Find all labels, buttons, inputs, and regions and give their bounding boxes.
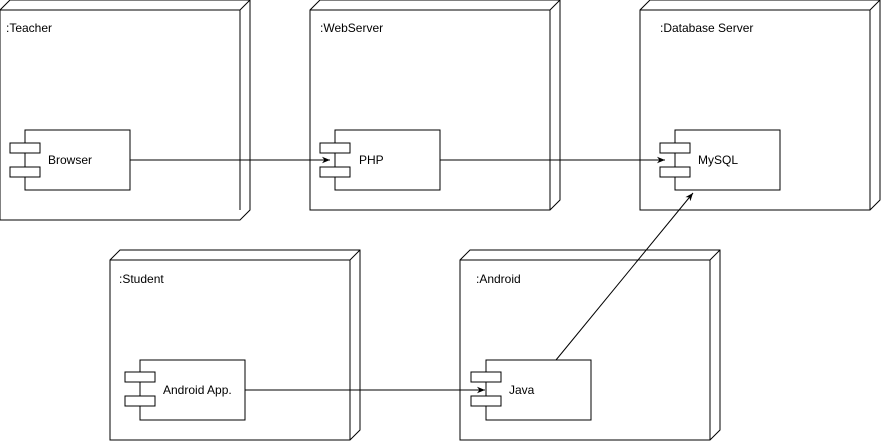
component-mysql[interactable]: MySQL [659, 129, 781, 191]
component-php-box [334, 129, 441, 191]
node-webserver-edges [310, 0, 561, 210]
node-database-server-edges [640, 0, 881, 210]
component-java[interactable]: Java [470, 359, 592, 421]
component-icon-tab-bottom [9, 166, 41, 178]
component-php-label: PHP [359, 153, 384, 167]
connector-java-mysql[interactable] [555, 192, 694, 361]
node-android-title: :Android [476, 272, 521, 286]
component-android-app-label: Android App. [163, 383, 232, 397]
node-android[interactable]: :Android Java [459, 249, 721, 441]
component-icon-tab-top [319, 142, 351, 154]
component-icon-tab-top [659, 142, 691, 154]
component-icon-tab-top [470, 371, 502, 383]
node-database-server-title: :Database Server [660, 21, 753, 35]
component-icon-tab-bottom [319, 166, 351, 178]
component-php[interactable]: PHP [319, 129, 441, 191]
component-icon-tab-top [124, 371, 156, 383]
component-icon-tab-bottom [124, 395, 156, 407]
node-student[interactable]: :Student Android App. [109, 249, 361, 441]
component-browser-box [24, 129, 131, 191]
node-database-server[interactable]: :Database Server MySQL [639, 0, 881, 211]
node-teacher-edges [0, 0, 251, 210]
node-student-title: :Student [119, 272, 164, 286]
component-browser-label: Browser [48, 153, 92, 167]
component-icon-tab-bottom [659, 166, 691, 178]
node-teacher[interactable]: :Teacher Browser [0, 0, 251, 221]
node-android-edges [460, 249, 721, 440]
component-mysql-label: MySQL [698, 153, 738, 167]
component-java-box [485, 359, 592, 421]
component-java-label: Java [509, 383, 535, 397]
component-icon-tab-top [9, 142, 41, 154]
component-browser[interactable]: Browser [9, 129, 131, 191]
node-teacher-title: :Teacher [6, 21, 52, 35]
node-student-edges [110, 249, 361, 440]
component-android-app-box [139, 359, 246, 421]
component-icon-tab-bottom [470, 395, 502, 407]
component-android-app[interactable]: Android App. [124, 359, 246, 421]
node-webserver-title: :WebServer [320, 21, 383, 35]
node-webserver[interactable]: :WebServer PHP [309, 0, 561, 211]
component-mysql-box [674, 129, 781, 191]
